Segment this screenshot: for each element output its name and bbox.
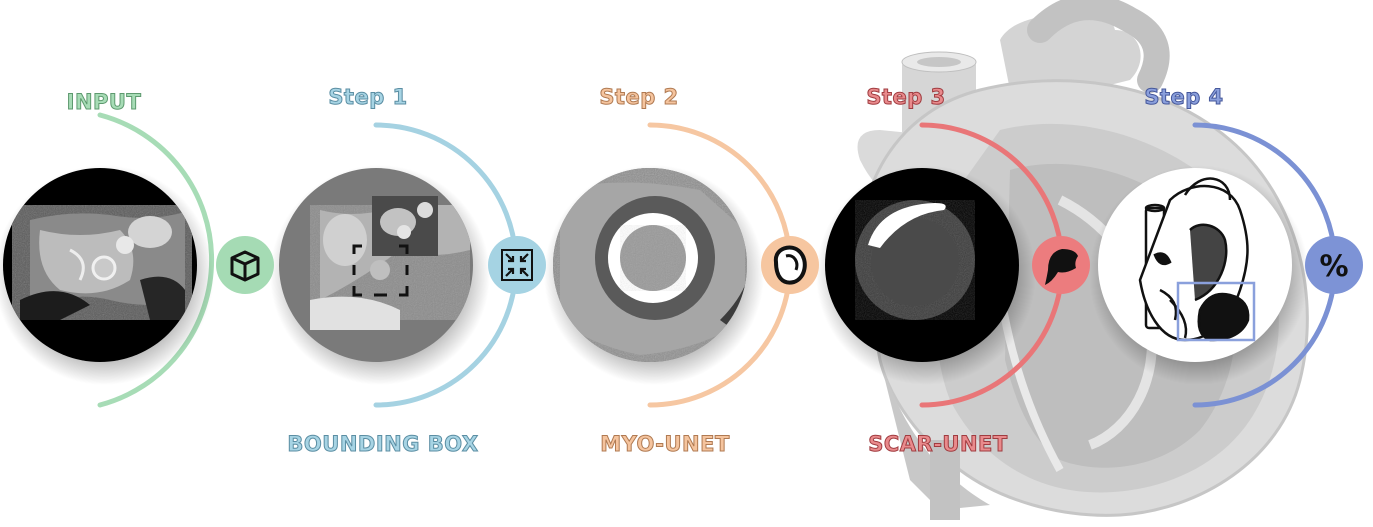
step1-label: Step 1 — [328, 85, 407, 109]
input-label: INPUT — [67, 90, 142, 114]
bounding-box-image — [279, 168, 473, 362]
step4-label: Step 4 — [1144, 85, 1223, 109]
scar-segmentation-image — [825, 168, 1019, 362]
step2-label: Step 2 — [599, 85, 678, 109]
bounding-box-label: BOUNDING BOX — [287, 432, 478, 456]
scar-quantification-image — [1098, 168, 1292, 362]
myocardium-icon — [776, 247, 805, 282]
input-mri-image — [3, 168, 197, 362]
percent-icon: % — [1319, 249, 1348, 283]
myo-unet-label: MYO-UNET — [600, 432, 730, 456]
step3-label: Step 3 — [866, 85, 945, 109]
bounding-box-icon — [502, 250, 532, 280]
myocardium-segmentation-image — [553, 168, 747, 362]
scar-unet-label: SCAR-UNET — [868, 432, 1008, 456]
